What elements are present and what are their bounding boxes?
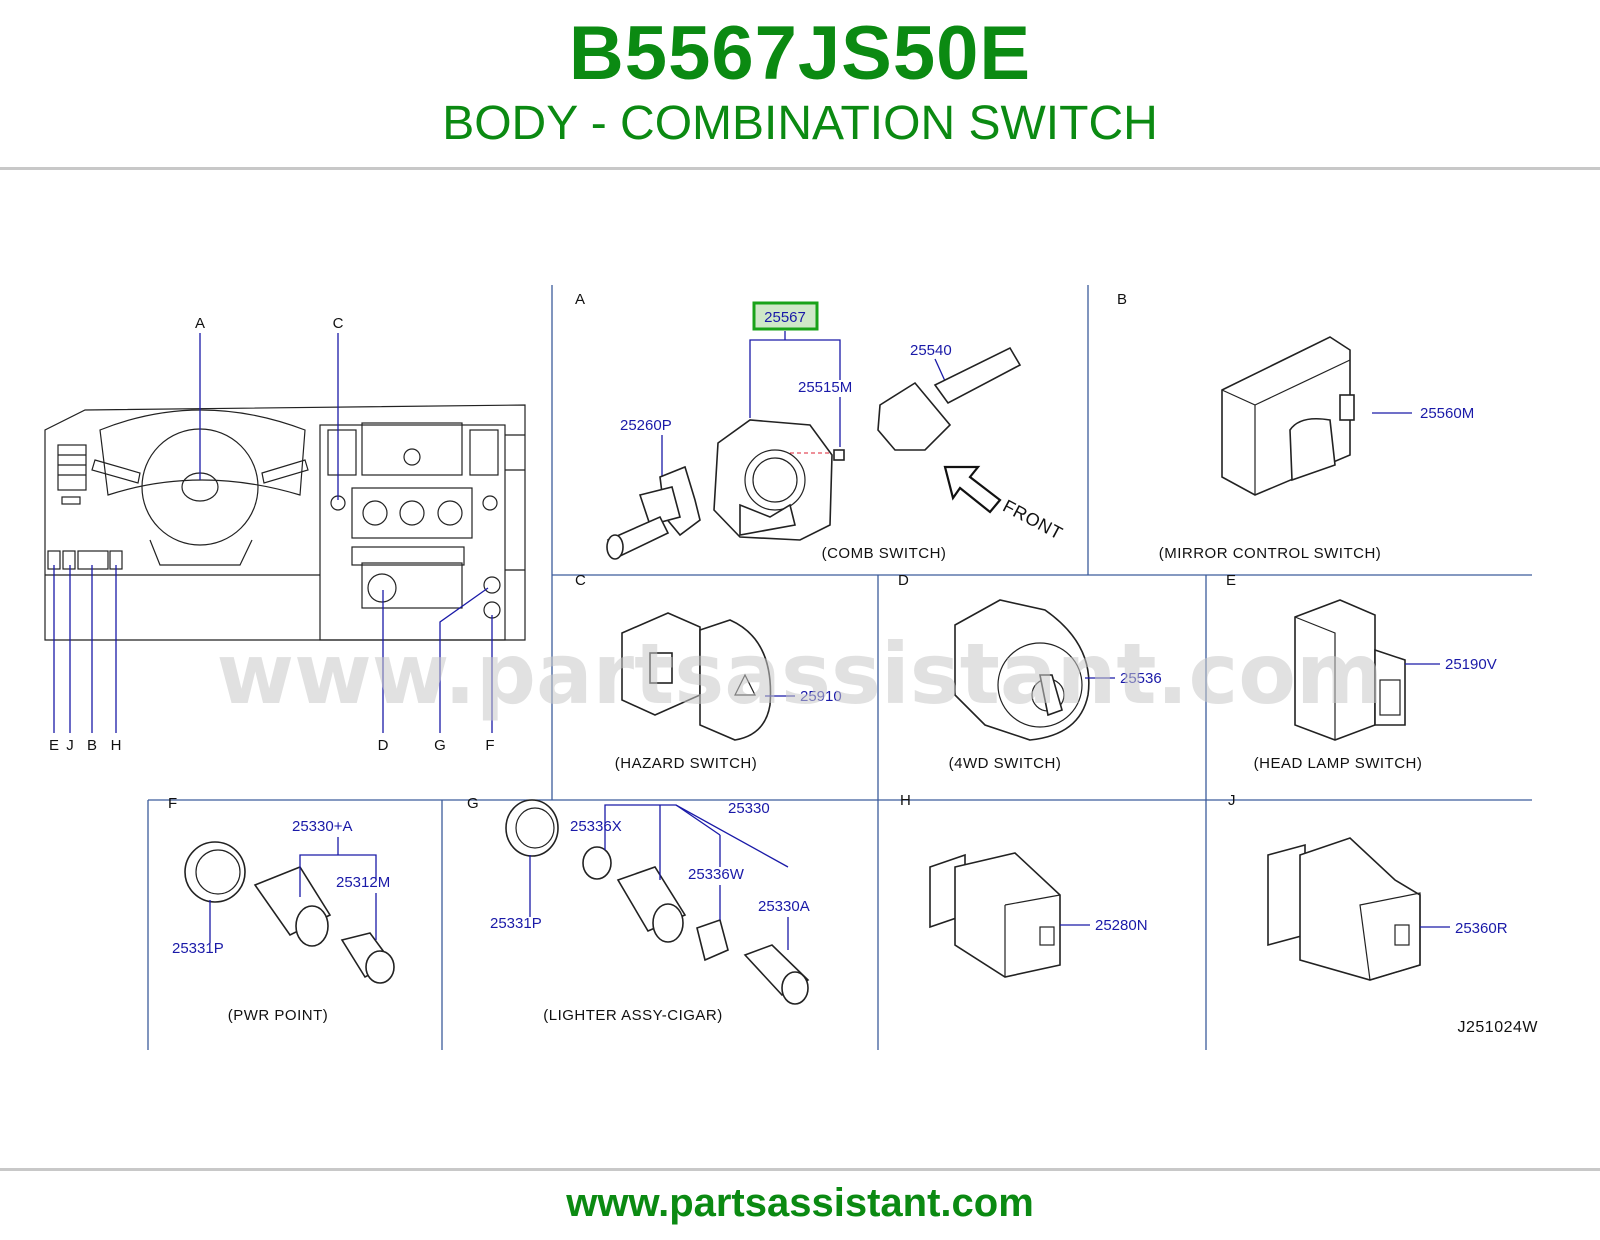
overview-letter-h: H (111, 737, 122, 754)
part-number-25260p[interactable]: 25260P (620, 417, 672, 434)
overview-letter-g: G (434, 737, 446, 754)
section-f-letter: F (168, 795, 177, 812)
section-b-letter: B (1117, 291, 1127, 308)
section-j-letter: J (1228, 792, 1236, 809)
section-h-letter: H (900, 792, 911, 809)
front-arrow (943, 465, 1002, 514)
overview-letter-d: D (378, 737, 389, 754)
section-grid (147, 285, 1532, 1050)
part-number-25331p-f[interactable]: 25331P (172, 940, 224, 957)
overview-letter-c: C (333, 315, 344, 332)
part-number-25336w[interactable]: 25336W (688, 866, 745, 883)
section-d-letter: D (898, 572, 909, 589)
switch-j-drawing (1267, 837, 1421, 981)
part-number-25312m[interactable]: 25312M (336, 874, 390, 891)
footer-url[interactable]: www.partsassistant.com (566, 1181, 1034, 1225)
head-lamp-switch-drawing (1294, 599, 1406, 741)
4wd-switch-drawing (954, 599, 1090, 741)
dashboard-overview (44, 404, 526, 641)
cigar-lighter-drawing (505, 799, 810, 1005)
part-number-25280n[interactable]: 25280N (1095, 917, 1148, 934)
diagram-reference-id: J251024W (1458, 1019, 1539, 1036)
overview-letter-b: B (87, 737, 97, 754)
front-label: FRONT (1000, 496, 1066, 544)
parts-diagram: A C E J B H D G F A 25567 25515M 25540 2… (44, 285, 1539, 1050)
section-c-caption: (HAZARD SWITCH) (615, 755, 758, 772)
part-number-25331p-g[interactable]: 25331P (490, 915, 542, 932)
header-divider (0, 167, 1600, 170)
overview-letter-e: E (49, 737, 59, 754)
part-number-25560m[interactable]: 25560M (1420, 405, 1474, 422)
part-number-25536[interactable]: 25536 (1120, 670, 1162, 687)
part-number-25360r[interactable]: 25360R (1455, 920, 1508, 937)
footer-divider (0, 1168, 1600, 1171)
part-number-25330[interactable]: 25330 (728, 800, 770, 817)
part-number-25330a[interactable]: 25330A (758, 898, 810, 915)
switch-h-drawing (929, 852, 1061, 978)
overview-letter-j: J (66, 737, 74, 754)
part-highlight-box (752, 301, 819, 331)
hazard-switch-drawing (621, 612, 772, 741)
overview-leaders (53, 333, 493, 733)
section-d-caption: (4WD SWITCH) (949, 755, 1062, 772)
section-b-caption: (MIRROR CONTROL SWITCH) (1159, 545, 1382, 562)
section-c-letter: C (575, 572, 586, 589)
section-e-letter: E (1226, 572, 1236, 589)
section-e-caption: (HEAD LAMP SWITCH) (1254, 755, 1423, 772)
part-number-25336x[interactable]: 25336X (570, 818, 622, 835)
section-f-caption: (PWR POINT) (228, 1007, 329, 1024)
section-g-letter: G (467, 795, 479, 812)
section-g-caption: (LIGHTER ASSY-CIGAR) (543, 1007, 722, 1024)
part-number-25567[interactable]: 25567 (764, 309, 806, 326)
part-number-25515m[interactable]: 25515M (798, 379, 852, 396)
watermark-text: www.partsassistant.com (217, 625, 1384, 723)
diagram-subtitle: BODY - COMBINATION SWITCH (442, 97, 1158, 150)
power-point-drawing (184, 841, 395, 984)
mirror-control-switch-drawing (1221, 336, 1355, 496)
part-number-25540[interactable]: 25540 (910, 342, 952, 359)
part-number-25190v[interactable]: 25190V (1445, 656, 1497, 673)
section-a-letter: A (575, 291, 585, 308)
diagram-code: B5567JS50E (568, 11, 1032, 96)
combination-switch-drawing (606, 346, 1022, 560)
overview-letter-a: A (195, 315, 205, 332)
overview-letter-f: F (485, 737, 494, 754)
section-a-caption: (COMB SWITCH) (822, 545, 947, 562)
part-number-25910[interactable]: 25910 (800, 688, 842, 705)
part-number-25330-a[interactable]: 25330+A (292, 818, 352, 835)
